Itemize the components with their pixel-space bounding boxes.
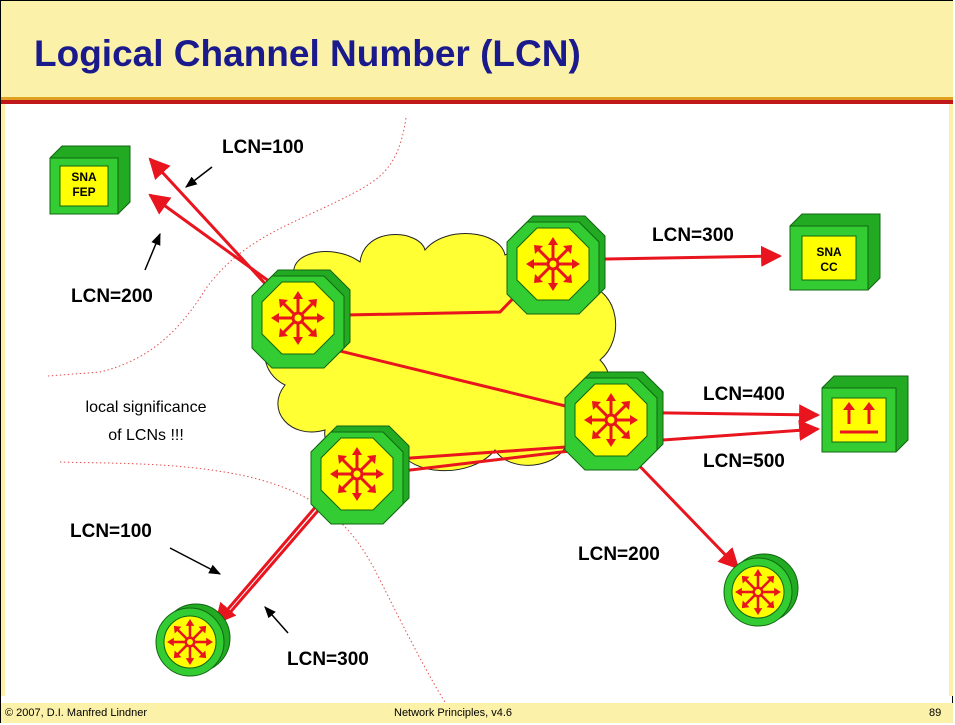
- note-line-1: local significance: [86, 399, 207, 416]
- domain-boundary: [47, 117, 451, 711]
- right-margin-bar: [949, 104, 953, 696]
- router-bottom-switch: [311, 426, 409, 524]
- lcn-label-fep-200: LCN=200: [71, 286, 153, 307]
- lcn-label-bottom-100: LCN=100: [70, 521, 152, 542]
- sna-fep-label-1: SNA: [71, 170, 97, 184]
- title-rule-gold: [1, 97, 953, 100]
- sna-fep-label-2: FEP: [72, 185, 95, 199]
- terminal-device: [821, 375, 909, 453]
- title-bar: Logical Channel Number (LCN): [1, 1, 953, 97]
- slide-title: Logical Channel Number (LCN): [34, 33, 581, 74]
- lcn-label-500: LCN=500: [703, 451, 785, 472]
- note-line-2: of LCNs !!!: [108, 427, 184, 444]
- sna-cc-label-1: SNA: [816, 245, 842, 259]
- lcn-label-bottom-300: LCN=300: [287, 649, 369, 670]
- terminal-icon: [840, 402, 878, 434]
- router-left-switch: [252, 270, 350, 368]
- sna-cc-device: SNA CC: [789, 213, 881, 291]
- title-rule-red: [1, 100, 953, 104]
- sna-cc-label-2: CC: [820, 260, 838, 274]
- lcn-label-router-200: LCN=200: [578, 544, 660, 565]
- footer-page-number: 89: [929, 707, 942, 719]
- lcn-label-400: LCN=400: [703, 384, 785, 405]
- label-pointers: [144, 166, 289, 634]
- footer-copyright: © 2007, D.I. Manfred Lindner: [5, 707, 148, 719]
- lcn-label-fep-100: LCN=100: [222, 137, 304, 158]
- lcn-label-cc-300: LCN=300: [652, 225, 734, 246]
- footer: © 2007, D.I. Manfred Lindner Network Pri…: [1, 703, 953, 723]
- footer-course: Network Principles, v4.6: [394, 707, 512, 719]
- left-margin-bar: [1, 104, 5, 696]
- sna-fep-device: SNA FEP: [49, 145, 131, 215]
- end-router-bottom: [156, 604, 230, 676]
- router-right-switch: [565, 372, 663, 470]
- router-top-switch: [507, 216, 605, 314]
